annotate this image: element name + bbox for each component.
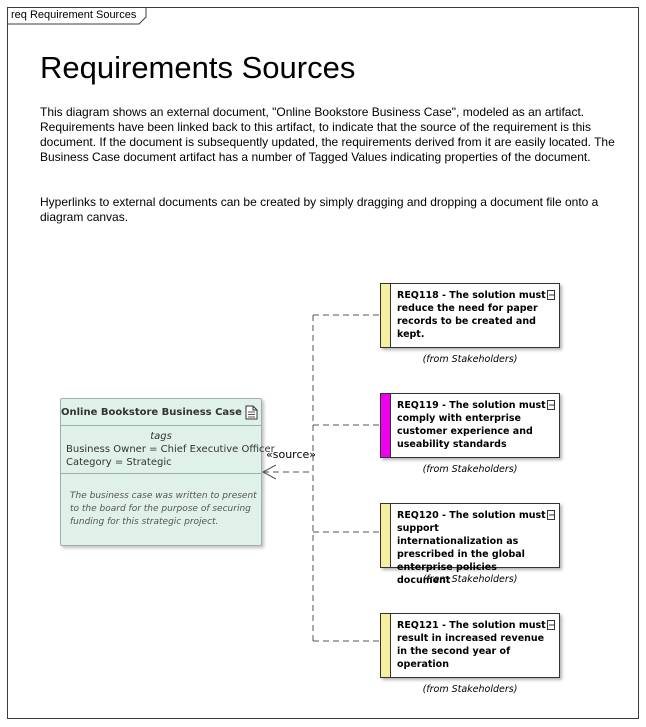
tags-heading: tags [150,431,172,442]
element-icon [547,397,555,415]
from-stakeholders-label: (from Stakeholders) [422,574,518,585]
requirement-text: REQ118 - The solution must reduce the ne… [397,290,546,340]
frame-tab-label: req Requirement Sources [11,9,137,21]
req-color-bar [381,504,391,567]
element-icon [547,617,555,635]
artifact-name: Online Bookstore Business Case [61,407,242,418]
artifact-note: The business case was written to present… [70,491,257,527]
artifact-divider [61,473,261,474]
requirement-text: REQ119 - The solution must comply with e… [397,400,546,450]
req-color-bar [381,394,391,457]
connector-arrowhead [261,464,277,480]
document-icon [245,405,258,425]
element-icon [547,507,555,525]
from-stakeholders-label: (from Stakeholders) [422,684,518,695]
from-stakeholders-label: (from Stakeholders) [422,354,518,365]
source-stereotype-label: «source» [266,448,316,461]
artifact-online-bookstore-business-case[interactable]: Online Bookstore Business Case tags Busi… [60,398,275,546]
requirement-req121[interactable]: REQ121 - The solution must result in inc… [380,613,560,678]
tag-business-owner: Business Owner = Chief Executive Officer [66,444,275,455]
tag-category: Category = Strategic [66,457,172,468]
description-paragraph-1: This diagram shows an external document,… [40,105,615,164]
from-stakeholders-label: (from Stakeholders) [422,464,518,475]
element-icon [547,287,555,305]
description-paragraph-2: Hyperlinks to external documents can be … [40,195,599,224]
requirement-text: REQ121 - The solution must result in inc… [397,620,546,670]
requirement-text: REQ120 - The solution must support inter… [397,510,546,586]
requirement-req120[interactable]: REQ120 - The solution must support inter… [380,503,560,586]
requirement-req119[interactable]: REQ119 - The solution must comply with e… [380,393,560,458]
diagram-title: Requirements Sources [40,50,356,85]
req-color-bar [381,284,391,347]
frame-tab-outline [7,7,147,25]
requirement-req118[interactable]: REQ118 - The solution must reduce the ne… [380,283,560,348]
req-color-bar [381,614,391,677]
diagram-frame [7,7,639,719]
artifact-divider [61,425,261,426]
